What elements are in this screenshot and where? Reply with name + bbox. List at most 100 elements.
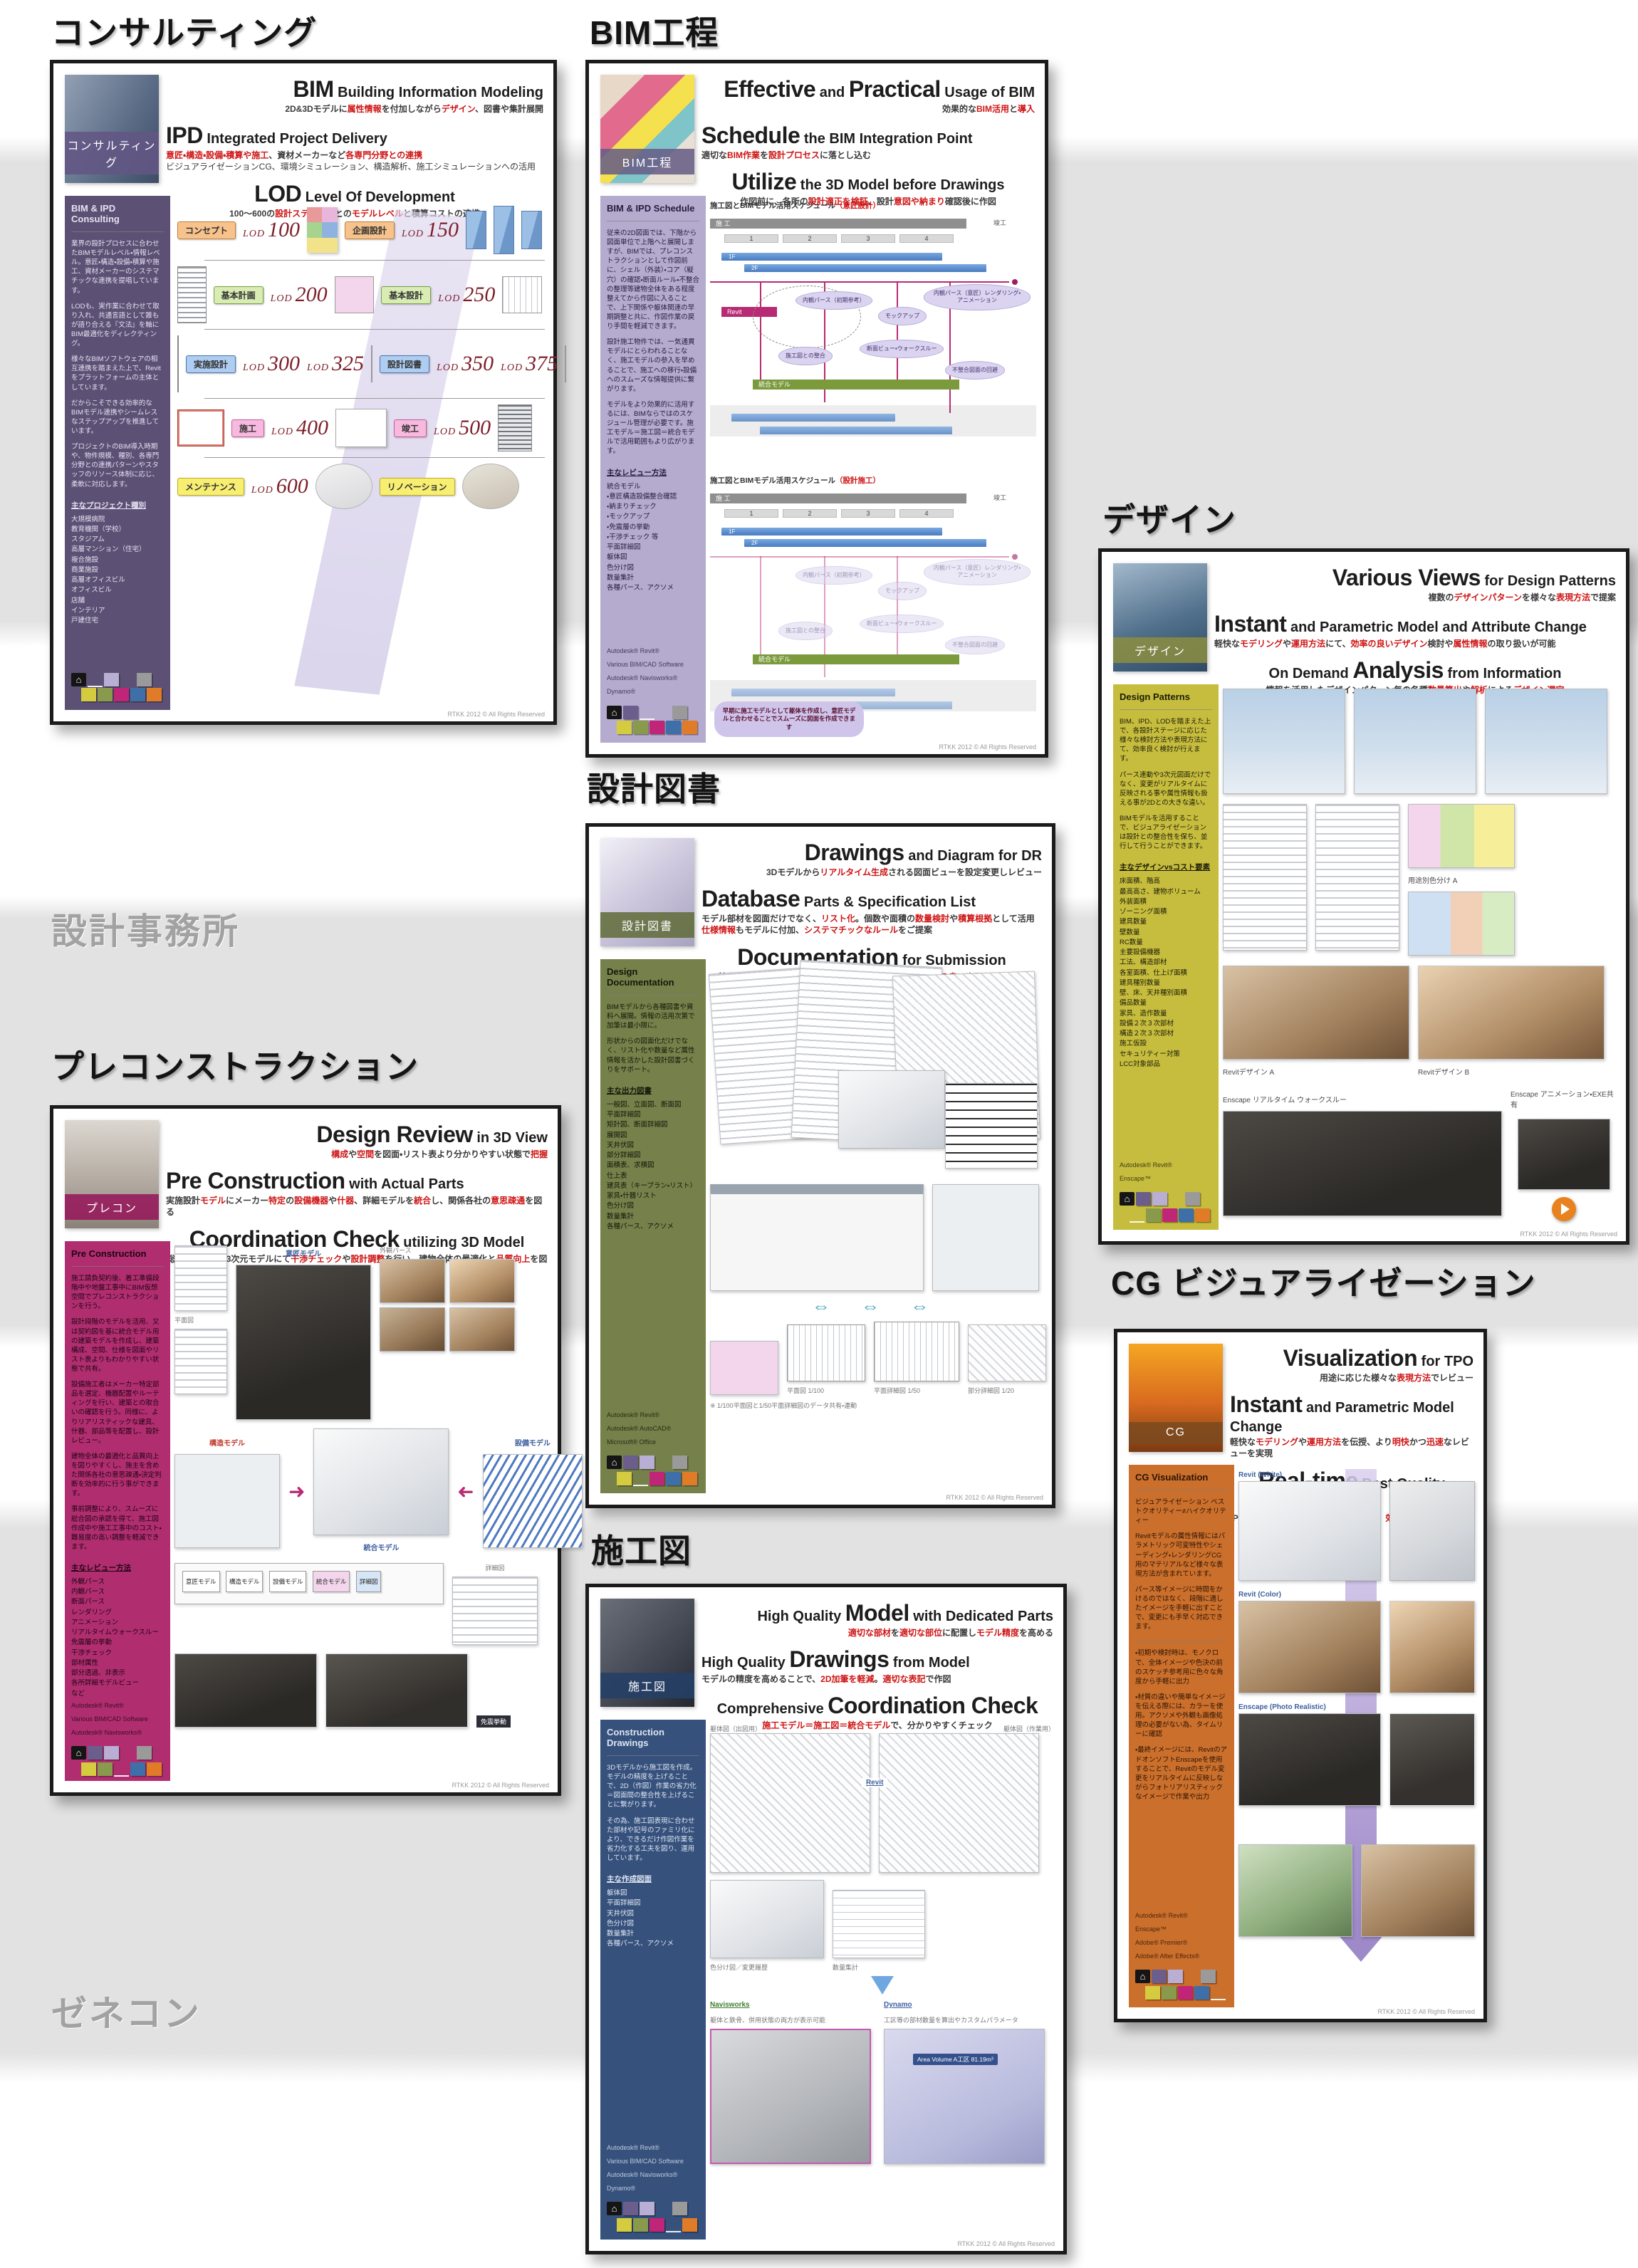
nav-chip-drawings[interactable] xyxy=(130,688,145,701)
nav-chip-documents[interactable] xyxy=(633,2218,648,2232)
nav-chip-consulting[interactable] xyxy=(623,1456,638,1469)
copyright: RTKK 2012 © All Rights Reserved xyxy=(946,1494,1043,1501)
photo-banner: 設計図書 xyxy=(600,912,694,938)
nav-chip-bim[interactable] xyxy=(104,673,119,686)
list-item: 工法、構造部材 xyxy=(1120,958,1167,967)
list-item: 施工請負契約後、着工準備段階中や地盤工事中にBIM仮想空間でプレコンストラクショ… xyxy=(71,1275,160,1311)
photo-color-samples: BIM工程 xyxy=(600,75,694,183)
list-item: 戸建住宅 xyxy=(71,617,99,625)
sidebar-paragraphs: BIMモデルから各種図書や資料へ展開。情報の活用次第で加筆は最小限に。形状からの… xyxy=(607,1003,699,1081)
nav-chip-consulting[interactable] xyxy=(623,2202,638,2215)
nav-chip-overview[interactable] xyxy=(1201,1970,1216,1983)
nav-chip-consulting[interactable] xyxy=(1136,1192,1151,1206)
software-list: Autodesk® Revit®Various BIM/CAD Software… xyxy=(607,2141,699,2195)
nav-chip-cg[interactable] xyxy=(147,1762,162,1776)
nav-chip-overview[interactable] xyxy=(672,1456,687,1469)
nav-chip-documents[interactable] xyxy=(98,1762,113,1776)
nav-chip-consulting[interactable] xyxy=(1152,1970,1167,1983)
nav-chip-drawings[interactable] xyxy=(1179,1208,1194,1222)
list-item: 施工図との整合 xyxy=(778,622,833,641)
nav-chips: ⌂ xyxy=(1135,1969,1228,2000)
nav-chip-overview[interactable] xyxy=(137,1745,152,1760)
nav-chip-documents[interactable] xyxy=(1162,1986,1177,2000)
nav-chip-overview[interactable] xyxy=(672,706,687,719)
nav-chip-drawings[interactable] xyxy=(666,1472,681,1485)
nav-chip-design[interactable] xyxy=(617,721,632,734)
nav-chip-overview[interactable] xyxy=(672,2202,687,2215)
lod-150: LOD 150 xyxy=(401,218,459,241)
nav-chip-precon[interactable] xyxy=(650,1472,664,1485)
nav-chip-bim[interactable] xyxy=(640,2202,654,2215)
nav-chip-cg[interactable] xyxy=(682,721,697,734)
nav-chip-drawings[interactable] xyxy=(666,721,681,734)
nav-chip-overview[interactable] xyxy=(137,673,152,686)
nav-chip-consulting[interactable] xyxy=(88,1745,103,1760)
nav-chip-cg[interactable] xyxy=(147,688,162,701)
nav-chip-documents[interactable] xyxy=(1146,1208,1161,1222)
nav-chip-consulting[interactable] xyxy=(623,706,638,719)
nav-chip-precon[interactable] xyxy=(1178,1986,1193,2000)
nav-chip-precon[interactable] xyxy=(1162,1208,1177,1222)
nav-chip-precon[interactable] xyxy=(650,2218,664,2232)
nav-chip-cg[interactable] xyxy=(1211,1985,1226,2000)
early-model-note: 早期に施工モデルとして躯体を作成し、意匠モデルと合わせることでスムーズに図面を作… xyxy=(714,701,864,737)
nav-chip-drawings[interactable] xyxy=(666,2217,681,2232)
nav-chip-bim[interactable] xyxy=(104,1745,119,1760)
nav-chip-cg[interactable] xyxy=(682,1472,697,1485)
nav-chip-consulting[interactable] xyxy=(88,672,103,687)
nav-chip-documents[interactable] xyxy=(633,1471,648,1486)
nav-chip-drawings[interactable] xyxy=(130,1762,145,1776)
list-item: 天井伏図 xyxy=(607,1909,635,1918)
headline-en: Effective and Practical Usage of BIM xyxy=(724,76,1035,102)
nav-chip-home[interactable]: ⌂ xyxy=(607,706,622,719)
nav-chip-drawings[interactable] xyxy=(1194,1986,1209,2000)
list-item: 家具、造作数量 xyxy=(1120,1009,1167,1018)
nav-chip-home[interactable]: ⌂ xyxy=(1135,1970,1150,1983)
nav-chip-home[interactable]: ⌂ xyxy=(607,1456,622,1469)
tower-model xyxy=(177,335,179,392)
headline-sub: 複数のデザインパターンを様々な表現方法で提案 xyxy=(1428,592,1616,602)
list-item: Autodesk® Revit® xyxy=(1120,1161,1172,1169)
list-item: 断面ビュー・ウォークスルー xyxy=(860,615,944,634)
nav-chip-precon[interactable] xyxy=(114,1762,129,1777)
list-item: 大規模病院 xyxy=(71,515,105,523)
nav-chip-documents[interactable] xyxy=(633,721,648,734)
play-button-icon[interactable] xyxy=(1552,1197,1576,1221)
nav-chip-cg[interactable] xyxy=(1195,1208,1210,1222)
list-item: BIMモデルを活用することで、ビジュアライゼーションは設計との整合性を保ち、並行… xyxy=(1120,814,1208,851)
headline-en: Comprehensive Coordination Check xyxy=(716,1693,1038,1719)
nav-chip-design[interactable] xyxy=(1145,1986,1160,2000)
massing-model xyxy=(307,207,338,253)
nav-chip-bim[interactable] xyxy=(640,1456,654,1469)
tower-sketch xyxy=(177,266,207,323)
headline-en: High Quality Model with Dedicated Parts xyxy=(757,1600,1053,1626)
nav-chip-overview[interactable] xyxy=(1185,1192,1200,1206)
list-item: 高層マンション（住宅） xyxy=(71,545,146,554)
nav-chip-design[interactable] xyxy=(81,688,96,701)
nav-chip-home[interactable]: ⌂ xyxy=(71,1745,86,1760)
list-item: Autodesk® Navisworks® xyxy=(607,674,678,682)
nav-chip-design[interactable] xyxy=(617,2218,632,2232)
sidebar-list-title: 主なプロジェクト種別 xyxy=(71,501,146,510)
nav-chip-design[interactable] xyxy=(81,1762,96,1776)
nav-chip-precon[interactable] xyxy=(650,721,664,734)
photoreal-view xyxy=(1389,1713,1475,1806)
nav-chip-bim[interactable] xyxy=(1168,1970,1183,1983)
list-item: 数量集計 xyxy=(607,573,635,582)
list-item: オフィスビル xyxy=(71,586,112,595)
nav-chip-bim[interactable] xyxy=(1152,1192,1167,1206)
nav-chip-documents[interactable] xyxy=(98,688,113,701)
integrated-model xyxy=(313,1428,449,1535)
list-item: 平面詳細図 xyxy=(607,543,641,552)
nav-chip-home[interactable]: ⌂ xyxy=(607,2202,622,2215)
detail-stack-label: 詳細図 xyxy=(485,1564,505,1572)
nav-chip-home[interactable]: ⌂ xyxy=(1120,1192,1134,1206)
nav-chip-design[interactable] xyxy=(617,1472,632,1485)
nav-chip-cg[interactable] xyxy=(682,2218,697,2232)
lod-200: LOD 200 xyxy=(270,283,328,306)
nav-chip-home[interactable]: ⌂ xyxy=(71,673,86,686)
nav-chip-design[interactable] xyxy=(1130,1208,1144,1223)
nav-chip-precon[interactable] xyxy=(114,688,129,701)
nav-chip-bim[interactable] xyxy=(640,705,654,720)
